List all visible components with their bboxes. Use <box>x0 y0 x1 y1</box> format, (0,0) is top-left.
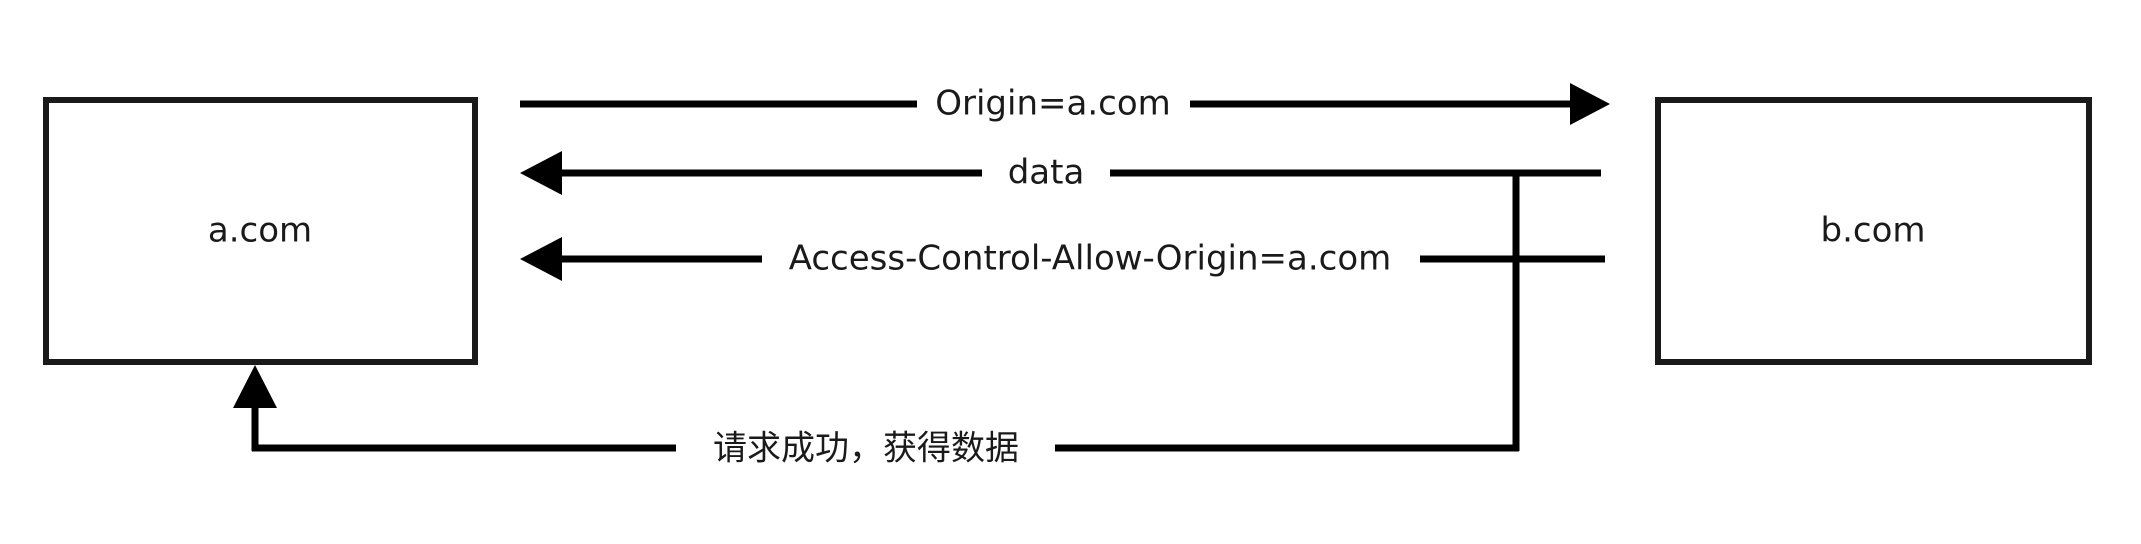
edge-acao-header-label: Access-Control-Allow-Origin=a.com <box>789 239 1392 279</box>
edge-acao-header[interactable]: Access-Control-Allow-Origin=a.com <box>520 237 1605 281</box>
node-a-com[interactable]: a.com <box>43 97 478 365</box>
edge-origin-request-label: Origin=a.com <box>935 84 1171 124</box>
node-a-com-box <box>43 97 478 365</box>
node-b-com-label: b.com <box>1820 211 1925 251</box>
node-b-com-box <box>1655 97 2092 365</box>
edge-data-response[interactable]: data <box>520 151 1601 195</box>
edge-success-result[interactable]: 请求成功，获得数据 <box>233 365 1519 469</box>
node-b-com[interactable]: b.com <box>1655 97 2092 365</box>
node-a-com-label: a.com <box>208 211 312 251</box>
arrowhead-left-data-icon <box>520 151 562 195</box>
arrowhead-left-acao-icon <box>520 237 562 281</box>
arrowhead-up-icon <box>233 365 277 408</box>
arrowhead-right-icon <box>1570 83 1610 125</box>
edge-success-result-label: 请求成功，获得数据 <box>713 429 1019 469</box>
edge-origin-request[interactable]: Origin=a.com <box>520 83 1610 125</box>
edge-data-response-label: data <box>1008 153 1085 193</box>
